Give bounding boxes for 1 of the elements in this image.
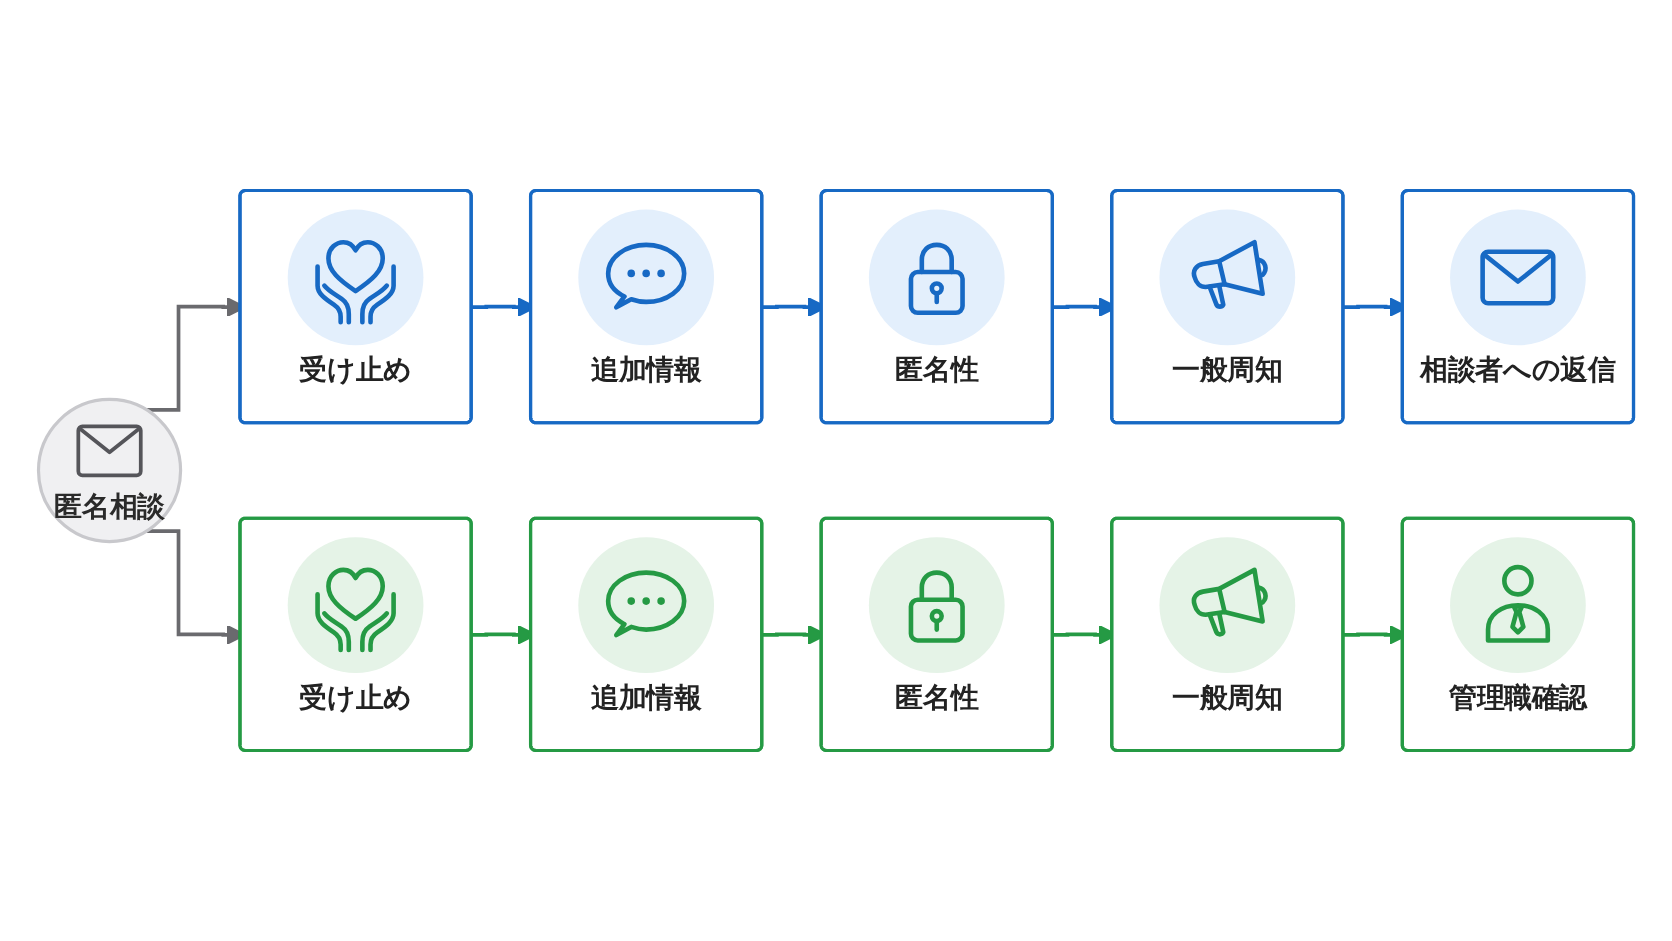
node-circle: 匿名相談: [36, 397, 183, 544]
